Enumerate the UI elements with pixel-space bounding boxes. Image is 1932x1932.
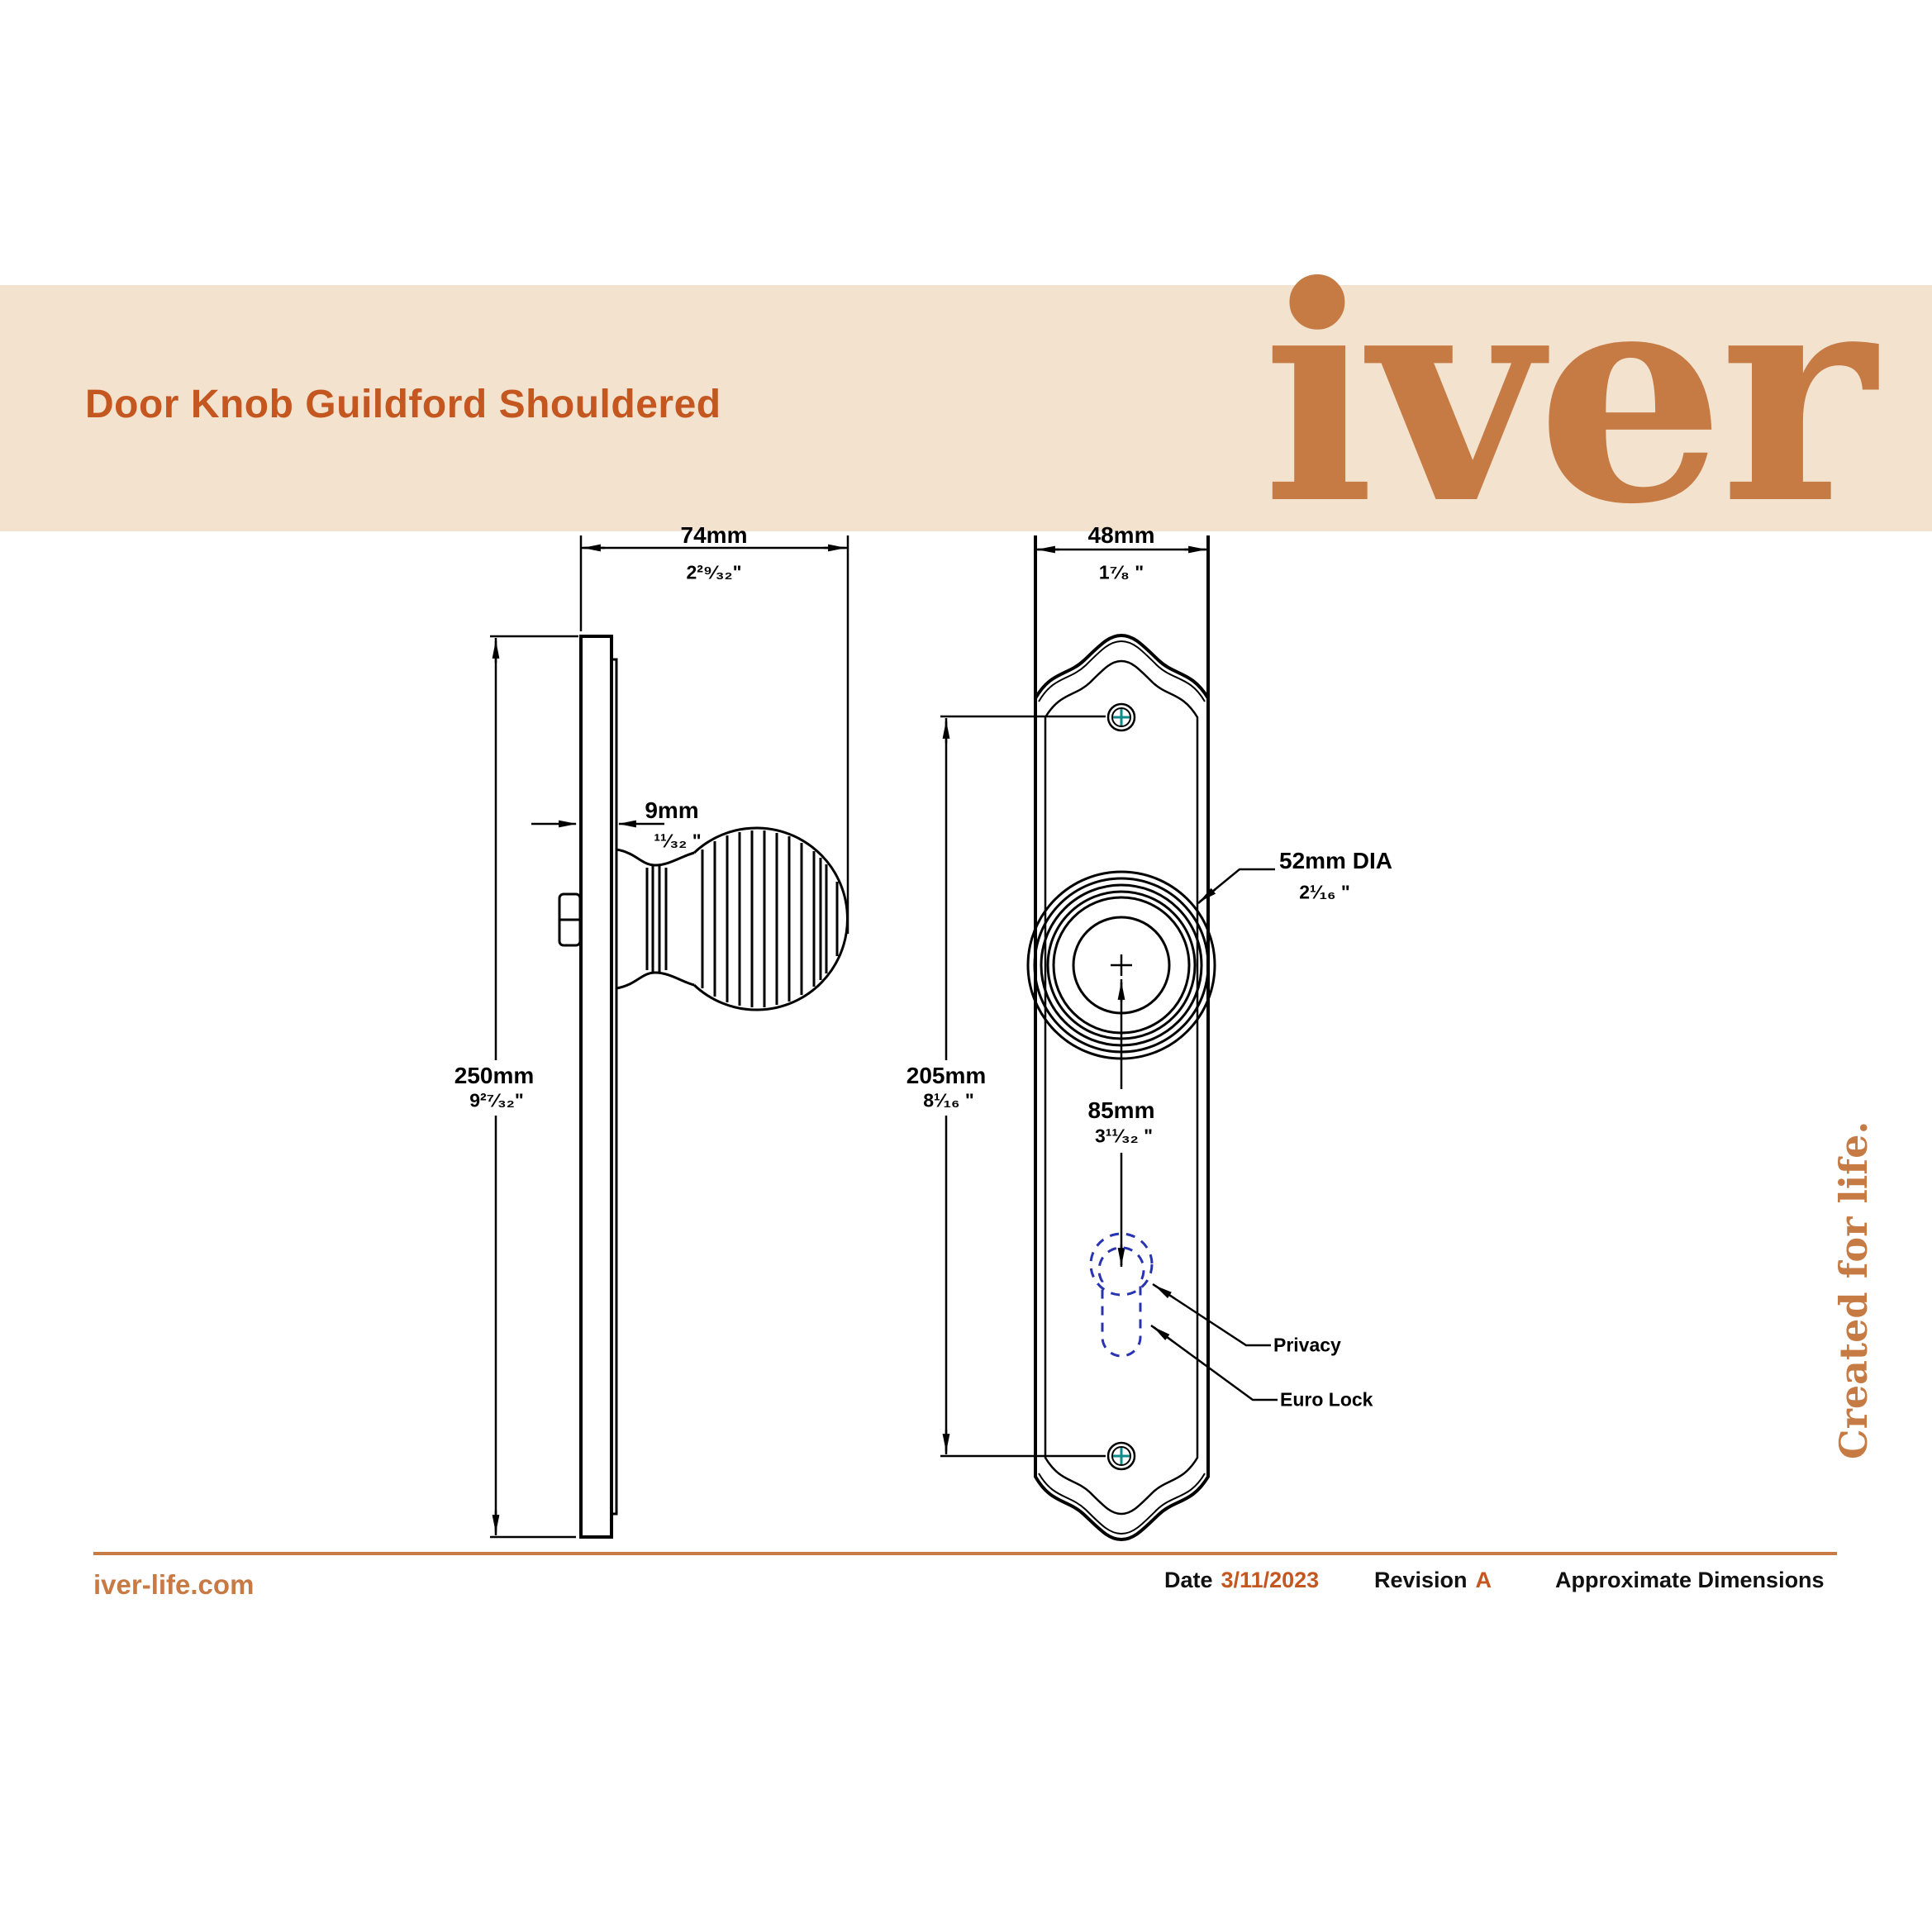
keyhole-privacy	[1089, 1232, 1154, 1297]
dim-9-imperial: ¹¹⁄₃₂ "	[654, 830, 702, 852]
backplate-side	[579, 635, 618, 1539]
leader-euro-lock	[1150, 1324, 1278, 1401]
dia-52-imperial: 2¹⁄₁₆ "	[1299, 881, 1350, 903]
dim-48-metric: 48mm	[1087, 522, 1155, 548]
website-link[interactable]: iver-life.com	[93, 1569, 255, 1600]
privacy-label: Privacy	[1273, 1334, 1341, 1356]
footer-rule	[93, 1552, 1837, 1555]
date-label: Date	[1164, 1568, 1213, 1592]
knob-collar	[645, 865, 668, 973]
dim-9-metric: 9mm	[645, 797, 699, 823]
dim-85-metric: 85mm	[1087, 1097, 1155, 1123]
screw-top	[1106, 702, 1136, 732]
dim-205-imperial: 8¹⁄₁₆ "	[923, 1089, 974, 1111]
keyhole-options	[1089, 1232, 1154, 1358]
dim-250-metric: 250mm	[454, 1063, 535, 1088]
page-title: Door Knob Guildford Shouldered	[85, 383, 721, 426]
dim-48-imperial: 1⁷⁄₈ "	[1098, 561, 1144, 583]
front-view-drawing	[940, 535, 1278, 1542]
side-view-drawing	[490, 535, 849, 1539]
dia-52-metric: 52mm DIA	[1279, 848, 1392, 873]
dimension-74	[579, 535, 849, 934]
keyhole-euro	[1097, 1246, 1145, 1358]
screw-bottom	[1106, 1441, 1136, 1471]
dim-74-imperial: 2²⁹⁄₃₂"	[686, 561, 742, 583]
dimension-48	[1034, 535, 1210, 704]
dim-250-imperial: 9²⁷⁄₃₂"	[469, 1089, 524, 1111]
header-band	[0, 285, 1932, 531]
footer-revision: Revision A	[1374, 1568, 1492, 1593]
dim-74-metric: 74mm	[680, 522, 748, 548]
dimension-205	[940, 715, 1106, 1458]
dim-205-metric: 205mm	[906, 1063, 987, 1088]
dim-85-imperial: 3¹¹⁄₃₂ "	[1094, 1125, 1154, 1147]
euro-lock-label: Euro Lock	[1280, 1388, 1373, 1411]
knob-reeding	[701, 830, 839, 1007]
revision-label: Revision	[1374, 1568, 1468, 1592]
footer-date: Date 3/11/2023	[1164, 1568, 1319, 1593]
leader-privacy	[1152, 1282, 1271, 1347]
fixing-bolt	[558, 892, 582, 947]
revision-value: A	[1475, 1568, 1492, 1592]
date-value: 3/11/2023	[1221, 1568, 1320, 1592]
knob-side	[616, 826, 849, 1011]
footer-note: Approximate Dimensions	[1555, 1568, 1825, 1593]
leader-52	[1197, 868, 1275, 904]
brand-logo: iver	[1262, 222, 1876, 569]
approximate-dimensions-note: Approximate Dimensions	[1555, 1568, 1825, 1592]
dimension-250	[490, 635, 578, 1539]
